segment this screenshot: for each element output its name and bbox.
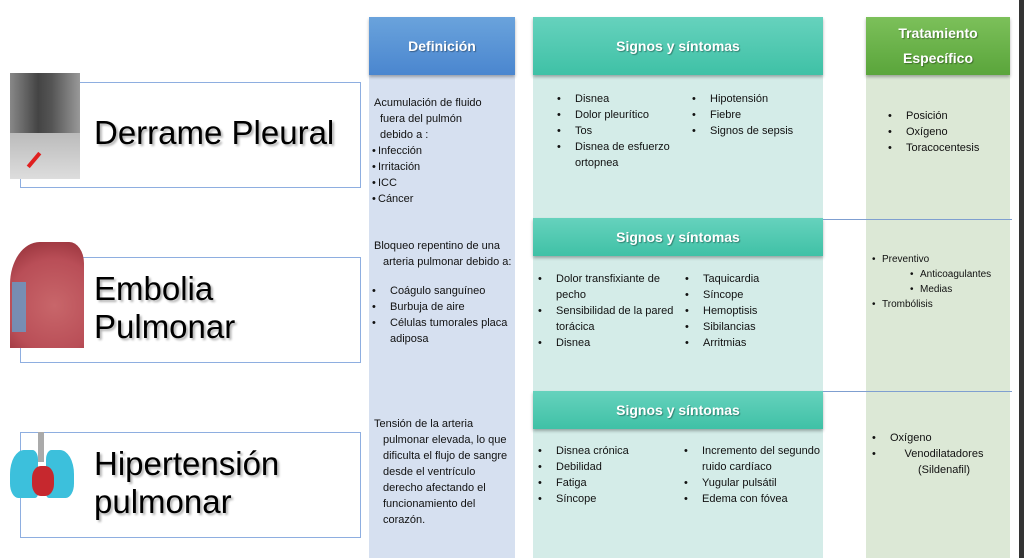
lung-embolism-icon — [10, 242, 84, 348]
title-line: Pulmonar — [94, 308, 236, 345]
list-item: Infección — [372, 143, 514, 159]
list-item: Disnea — [534, 335, 684, 351]
definition-header: Definición — [369, 17, 515, 75]
list-item: Arritmias — [681, 335, 811, 351]
definition-line: fuera del pulmón — [380, 113, 462, 125]
signs-list: Incremento del segundo ruido cardíaco Yu… — [680, 443, 825, 507]
right-border — [1019, 0, 1024, 558]
list-item: Irritación — [372, 159, 514, 175]
list-item: Fiebre — [688, 107, 818, 123]
list-item: Posición — [884, 108, 1009, 124]
list-item: Dolor pleurítico — [553, 107, 683, 123]
list-item: Disnea de esfuerzo ortopnea — [553, 139, 683, 171]
list-item: Dolor transfixiante de pecho — [534, 271, 684, 303]
list-item: Sensibilidad de la pared torácica — [534, 303, 684, 335]
list-item: Taquicardia — [681, 271, 811, 287]
signs-list: Dolor transfixiante de pecho Sensibilida… — [534, 271, 684, 351]
list-item: ICC — [372, 175, 514, 191]
list-item: Fatiga — [534, 475, 674, 491]
list-item: Cáncer — [372, 191, 514, 207]
lungs-heart-icon — [8, 432, 76, 502]
list-item: Tos — [553, 123, 683, 139]
list-item: Sibilancias — [681, 319, 811, 335]
list-item: Disnea — [553, 91, 683, 107]
list-item: Medias — [910, 282, 1010, 297]
definition-line: debido a : — [380, 129, 429, 141]
definition-text: Acumulación de fluido fuera del pulmón d… — [372, 95, 514, 207]
signs-header-3: Signos y síntomas — [533, 391, 823, 429]
list-item: Hipotensión — [688, 91, 818, 107]
list-item: Yugular pulsátil — [680, 475, 825, 491]
list-item: Células tumorales placa adiposa — [368, 315, 513, 347]
list-item: Debilidad — [534, 459, 674, 475]
list-item: Disnea crónica — [534, 443, 674, 459]
signs-list: Disnea Dolor pleurítico Tos Disnea de es… — [553, 91, 683, 171]
list-item: Síncope — [534, 491, 674, 507]
title-line: Hipertensión — [94, 445, 280, 482]
list-item: Anticoagulantes — [910, 267, 1010, 282]
list-item: Edema con fóvea — [680, 491, 825, 507]
signs-list: Taquicardia Síncope Hemoptisis Sibilanci… — [681, 271, 811, 351]
definition-text: Tensión de la arteria pulmonar elevada, … — [374, 418, 508, 526]
list-item: Toracocentesis — [884, 140, 1009, 156]
header-label: Signos y síntomas — [616, 402, 740, 418]
header-label: Definición — [408, 38, 476, 54]
definition-list: Coágulo sanguíneo Burbuja de aire Célula… — [368, 283, 513, 347]
title-line: pulmonar — [94, 483, 232, 520]
signs-list: Hipotensión Fiebre Signos de sepsis — [688, 91, 818, 139]
header-label: Signos y síntomas — [616, 229, 740, 245]
list-item: Incremento del segundo ruido cardíaco — [680, 443, 825, 475]
list-item: Trombólisis — [872, 297, 1010, 312]
row-divider — [823, 391, 1012, 392]
row-title: Derrame Pleural — [94, 114, 335, 151]
treatment-list: Posición Oxígeno Toracocentesis — [884, 108, 1009, 156]
list-item: Signos de sepsis — [688, 123, 818, 139]
definition-line: Acumulación de fluido — [374, 97, 482, 109]
list-item: Oxígeno — [868, 430, 1008, 446]
list-item: Burbuja de aire — [368, 299, 513, 315]
signs-header-2: Signos y síntomas — [533, 218, 823, 256]
header-label: Signos y síntomas — [616, 38, 740, 54]
header-label: Tratamiento — [898, 25, 978, 41]
list-item: Coágulo sanguíneo — [368, 283, 513, 299]
treatment-list: Oxígeno Venodilatadores (Sildenafil) — [868, 430, 1008, 478]
title-line: Embolia — [94, 270, 214, 307]
list-item: Síncope — [681, 287, 811, 303]
signs-list: Disnea crónica Debilidad Fatiga Síncope — [534, 443, 674, 507]
list-item: Preventivo — [872, 252, 1010, 267]
list-item: Venodilatadores (Sildenafil) — [868, 446, 1008, 478]
definition-text: Bloqueo repentino de una arteria pulmona… — [374, 240, 512, 268]
list-item: Hemoptisis — [681, 303, 811, 319]
signs-header: Signos y síntomas — [533, 17, 823, 75]
treatment-list: Preventivo Anticoagulantes Medias Trombó… — [872, 252, 1010, 312]
list-item: Oxígeno — [884, 124, 1009, 140]
header-label: Específico — [902, 50, 974, 66]
chest-xray-icon — [10, 73, 80, 179]
row-divider — [823, 219, 1012, 220]
